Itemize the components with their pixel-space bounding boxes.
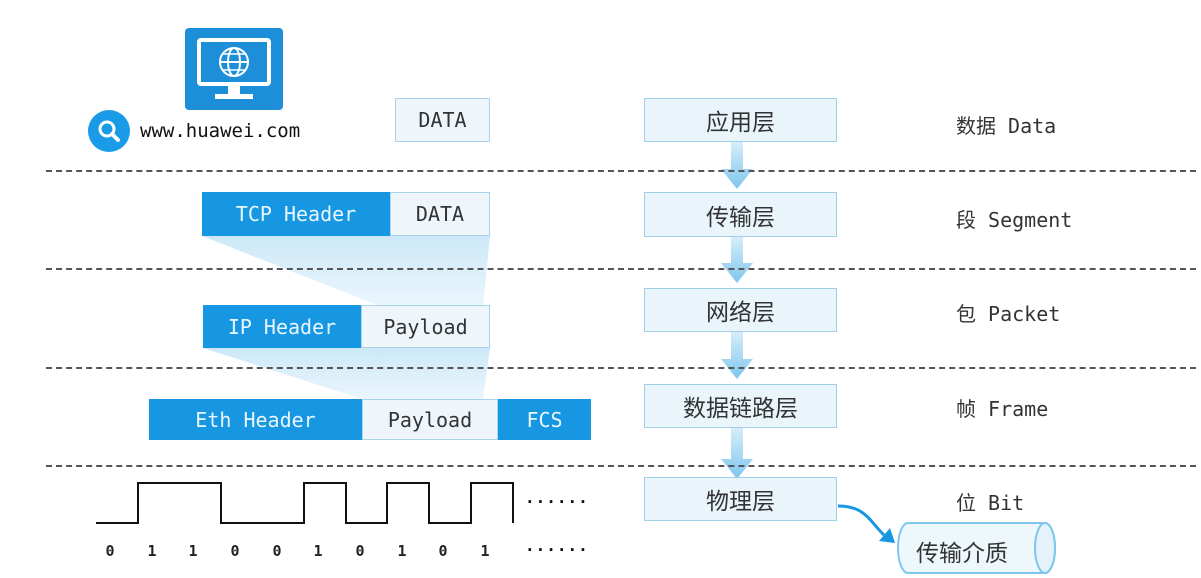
bit-0: 0 [105,542,115,560]
unit-frame: 帧 Frame [956,397,1049,421]
app-data-box: DATA [395,98,490,142]
unit-data: 数据 Data [956,114,1057,138]
separator-2 [46,268,1196,270]
computer-monitor-icon [185,28,283,110]
tcp-header-box: TCP Header [202,192,390,236]
eth-payload-box: Payload [362,399,498,440]
separator-4 [46,465,1196,467]
separator-3 [46,367,1196,369]
separator-1 [46,170,1196,172]
url-text: www.huawei.com [140,120,301,142]
bit-1: 1 [147,542,157,560]
bit-9: 1 [480,542,490,560]
packet-to-payload-funnel [203,348,490,399]
bit-signal-wave [96,482,514,524]
bit-4: 0 [272,542,282,560]
segment-to-payload-funnel [202,236,490,306]
fcs-box: FCS [498,399,591,440]
bit-7: 1 [397,542,407,560]
medium-cylinder [897,522,1056,574]
unit-packet: 包 Packet [956,302,1061,326]
layer-transport: 传输层 [644,192,837,237]
layer-datalink: 数据链路层 [644,384,837,428]
bit-8: 0 [438,542,448,560]
layer-application: 应用层 [644,98,837,142]
layer-network: 网络层 [644,288,837,332]
medium-arrowhead [879,528,895,543]
bit-5: 1 [313,542,323,560]
layer-physical: 物理层 [644,477,837,521]
unit-segment: 段 Segment [956,208,1073,232]
medium-arrow [837,504,886,537]
tcp-data-box: DATA [390,192,490,236]
bits-ellipsis: ...... [525,536,589,555]
bit-2: 1 [188,542,198,560]
ip-header-box: IP Header [203,305,361,348]
medium-label: 传输介质 [916,541,1008,567]
unit-bit: 位 Bit [956,491,1025,515]
bit-3: 0 [230,542,240,560]
bit-6: 0 [355,542,365,560]
eth-header-box: Eth Header [149,399,362,440]
search-button[interactable] [88,110,130,152]
search-icon [98,120,120,142]
ip-payload-box: Payload [361,305,490,348]
signal-ellipsis: ...... [525,488,589,507]
